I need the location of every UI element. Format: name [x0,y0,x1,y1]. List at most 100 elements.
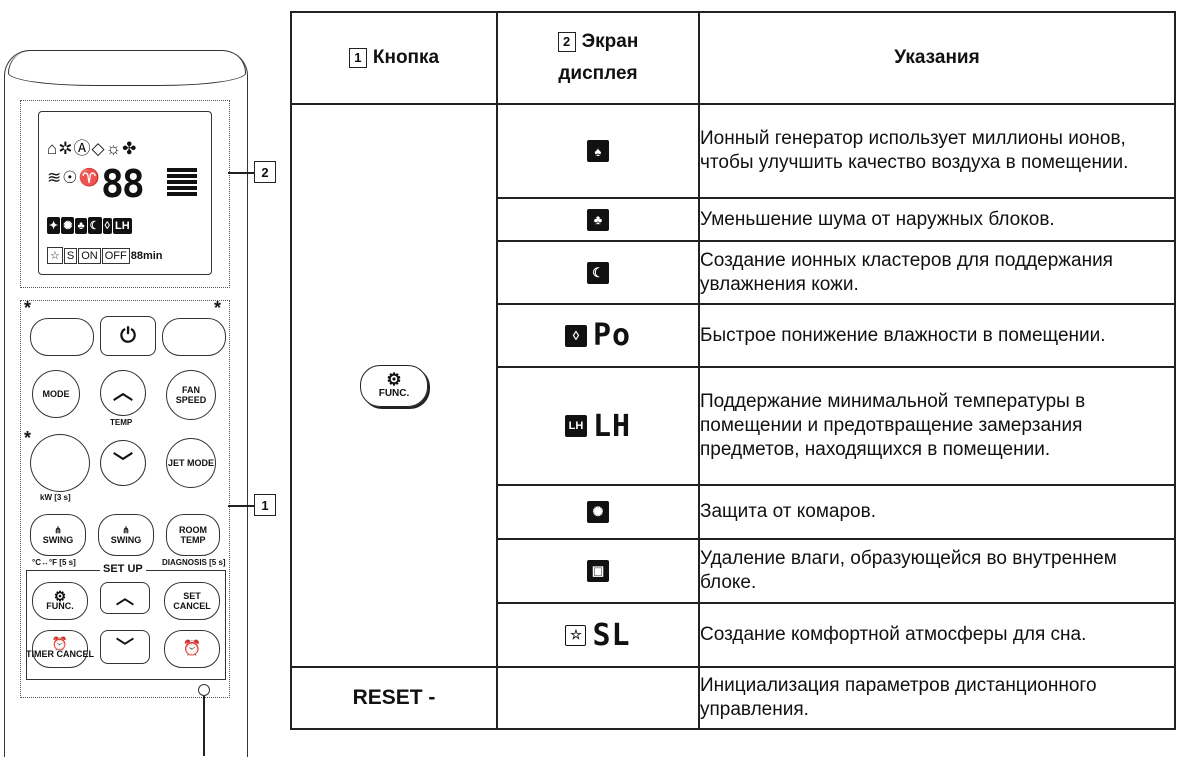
lcd-drop-icon: ◊ [102,218,112,234]
cf-label: °C↔°F [5 s] [32,558,76,567]
lcd-digits: 88 [101,162,145,206]
header-button-label: Кнопка [372,47,440,68]
swing-horizontal-icon: ⋔ [122,525,130,535]
description-cell: Удаление влаги, образующейся во внутренн… [698,538,1176,604]
lcd-bottom-s: S [63,248,78,264]
lcd-bottom-off: OFF [101,248,130,264]
set-cancel-button[interactable]: SET CANCEL [164,582,220,620]
display-cell: ♠ [496,103,700,199]
setup-up-button[interactable]: ︿ [100,582,150,614]
header-number-badge: 2 [557,31,576,52]
timer-cancel-label: TIMER CANCEL [26,649,94,659]
lcd-mosquito-icon: ✺ [61,217,75,234]
lcd-ion-icon: ✦ [47,217,61,234]
func-label: FUNC. [46,601,74,611]
description-cell: Защита от комаров. [698,484,1176,540]
lh-icon: LH [564,415,587,437]
description-cell: Быстрое понижение влажности в помещении. [698,303,1176,368]
sleep-icon: ☆ [565,624,587,646]
reset-hole[interactable] [198,684,210,696]
reset-pointer-line [203,696,205,756]
auto-clean-icon: ▣ [587,560,609,582]
gear-icon: ⚙ [386,370,402,389]
mode-button[interactable]: MODE [32,370,80,418]
timer-button[interactable]: ⏰TIMER CANCEL [26,630,94,668]
table-row: ⚙FUNC. ♠ Ионный генератор использует мил… [290,103,1176,668]
display-cell: ☆SL [496,602,700,668]
table-row: ☾ Создание ионных кластеров для поддержа… [291,240,1176,305]
right-blank-button[interactable] [162,318,226,356]
ion-generator-icon: ♠ [587,140,609,162]
swing-horizontal-label: SWING [110,535,142,545]
lcd-lownoise-icon: ♣ [75,218,87,234]
chevron-down-icon: ﹀ [116,637,134,657]
lcd-status-icons: ≋☉♈ [47,168,101,187]
display-cell: ✺ [496,484,700,540]
display-cell: ☾ [496,240,700,305]
table-row: RESET - Инициализация параметров дистанц… [290,666,1176,730]
lcd-bottom-on: ON [78,248,101,264]
table-row: ☆SL Создание комфортной атмосферы для сн… [291,602,1176,668]
func-button[interactable]: ⚙FUNC. [360,364,428,407]
callout-line [228,505,254,507]
lcd-timer-digits: 88min [130,250,163,262]
header-display-line2: дисплея [558,63,638,84]
chevron-up-icon: ︿ [113,382,133,404]
func-button-remote[interactable]: ⚙FUNC. [32,582,88,620]
skin-care-icon: ☾ [587,261,609,284]
jet-mode-button[interactable]: JET MODE [166,438,216,488]
callout-buttons: 1 [254,494,276,516]
display-area-outline [20,100,230,288]
header-number-badge: 1 [348,47,367,68]
display-cell [496,666,700,730]
asterisk-mark: * [214,298,222,318]
room-temp-button[interactable]: ROOM TEMP [166,514,220,556]
setup-down-button[interactable]: ﹀ [100,630,150,664]
description-cell: Инициализация параметров дистанционного … [698,666,1176,730]
low-noise-icon: ♣ [587,208,609,231]
temp-down-button[interactable]: ﹀ [100,440,146,486]
left-blank-button[interactable] [30,318,94,356]
alarm-button[interactable]: ⏰ [164,630,220,668]
mosquito-icon: ✺ [587,501,609,523]
swing-vertical-label: SWING [42,535,74,545]
header-display-line1: Экран [581,31,639,52]
chevron-down-icon: ﹀ [113,452,133,474]
func-button-label: FUNC. [378,388,410,399]
table-row: ✺ Защита от комаров. [291,484,1176,540]
gear-icon: ⚙ [53,588,67,604]
description-cell: Уменьшение шума от наружных блоков. [698,197,1176,242]
swing-horizontal-button[interactable]: ⋔SWING [98,514,154,556]
buttons-area-outline [20,300,230,698]
power-button[interactable]: ⏻ [100,316,156,356]
alarm-clock-icon: ⏰ [182,640,202,657]
fan-speed-button[interactable]: FAN SPEED [166,370,216,420]
display-code: Po [592,318,632,353]
reset-button-label: RESET - [352,686,436,709]
description-cell: Создание комфортной атмосферы для сна. [698,602,1176,668]
asterisk-mark: * [24,298,32,318]
callout-display: 2 [254,161,276,183]
display-cell: ◊Po [496,303,700,368]
alarm-clock-icon: ⏰ [51,636,69,651]
temp-up-button[interactable]: ︿ [100,370,146,416]
lcd-lh-chip: LH [112,218,132,234]
display-cell: ▣ [496,538,700,604]
kw-button[interactable] [30,434,90,492]
func-button-cell: ⚙FUNC. [290,103,498,668]
callout-line [228,172,254,174]
table-row: ▣ Удаление влаги, образующейся во внутре… [291,538,1176,604]
reset-button-cell: RESET - [290,666,498,730]
temp-label: TEMP [110,418,133,427]
swing-vertical-button[interactable]: ⋔SWING [30,514,86,556]
description-cell: Создание ионных кластеров для поддержани… [698,240,1176,305]
swing-vertical-icon: ⋔ [54,525,62,535]
display-code: SL [592,617,631,653]
kw-label: kW [3 s] [40,493,71,502]
